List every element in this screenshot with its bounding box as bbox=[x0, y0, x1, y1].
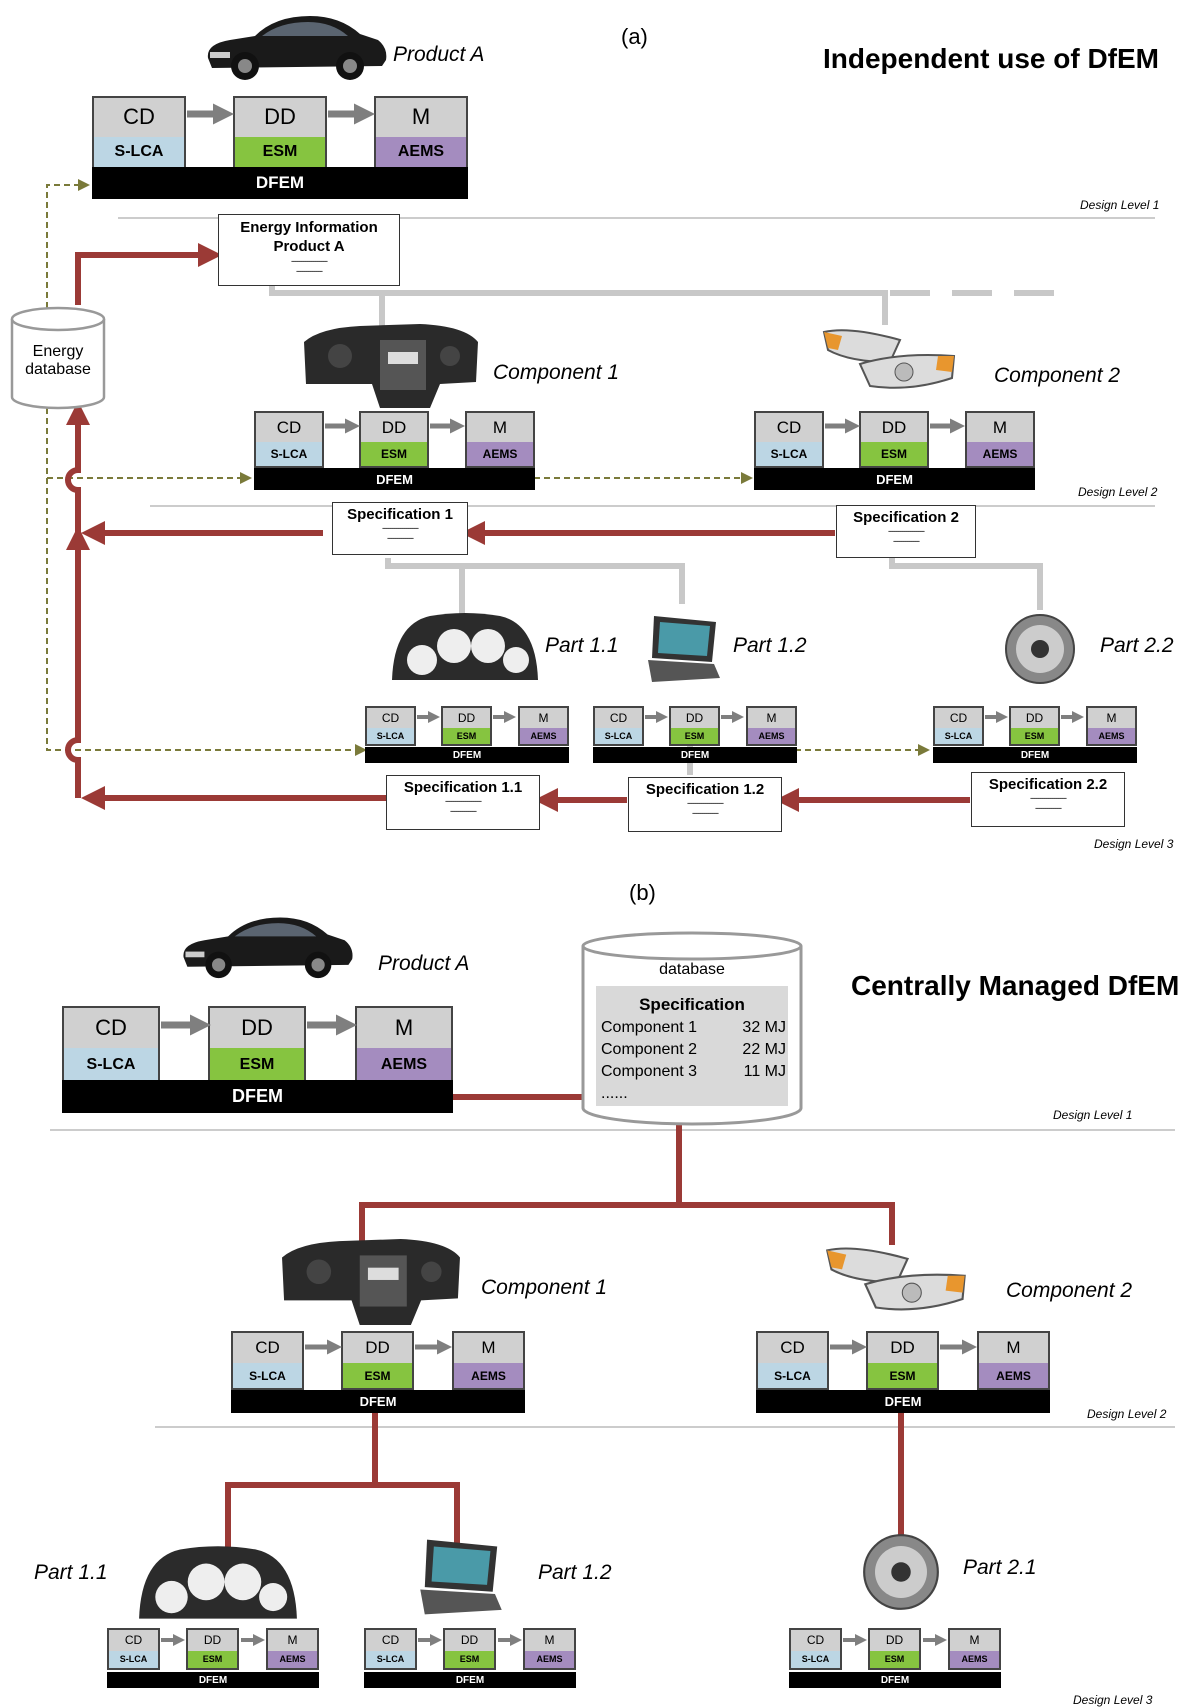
car-image bbox=[207, 16, 387, 80]
tree-connectors-b bbox=[225, 1094, 904, 1550]
part-2-2-label-a: Part 2.2 bbox=[1100, 634, 1174, 657]
energy-information-box: Energy Information Product A -----------… bbox=[218, 214, 400, 286]
unit-arrows bbox=[161, 1014, 357, 1036]
database-more: ...... bbox=[601, 1085, 628, 1102]
unit-arrows bbox=[985, 711, 1084, 723]
dfem-bar: DFEM bbox=[92, 167, 468, 199]
feedback-arrows-a bbox=[65, 243, 970, 812]
round-lamp-image bbox=[1005, 614, 1075, 684]
unit-arrows bbox=[418, 1634, 522, 1646]
headlight-image bbox=[825, 1247, 966, 1311]
unit-arrows bbox=[843, 1634, 947, 1646]
headlight-image bbox=[822, 329, 956, 389]
unit-arrows bbox=[325, 418, 465, 434]
unit-arrows bbox=[161, 1634, 265, 1646]
head-unit-image bbox=[420, 1539, 502, 1615]
component-2-label-b: Component 2 bbox=[1006, 1279, 1133, 1302]
design-level-2-b: Design Level 2 bbox=[1087, 1407, 1167, 1421]
component-1-label-b: Component 1 bbox=[481, 1276, 608, 1299]
specification-1-1-box: Specification 1.1-----------------------… bbox=[386, 775, 540, 830]
design-level-3-b: Design Level 3 bbox=[1073, 1693, 1153, 1707]
design-level-1-a: Design Level 1 bbox=[1080, 198, 1160, 212]
dashed-arrows-a bbox=[46, 179, 930, 756]
component-1-label-a: Component 1 bbox=[493, 361, 620, 384]
dashboard-image bbox=[304, 324, 478, 408]
specification-1-2-box: Specification 1.2-----------------------… bbox=[628, 777, 782, 832]
gauge-cluster-image bbox=[392, 613, 538, 680]
round-lamp-image bbox=[863, 1534, 939, 1610]
energy-database-label: Energy database bbox=[25, 343, 91, 378]
part-2-1-label-b: Part 2.1 bbox=[963, 1556, 1037, 1579]
part-1-1-label-b: Part 1.1 bbox=[34, 1561, 108, 1584]
central-database-icon bbox=[581, 931, 803, 1126]
design-level-2-a: Design Level 2 bbox=[1078, 485, 1158, 499]
unit-arrows bbox=[305, 1339, 452, 1355]
unit-arrows bbox=[830, 1339, 977, 1355]
database-heading: Specification bbox=[639, 995, 745, 1014]
dashboard-image bbox=[282, 1239, 460, 1325]
product-a-label-b: Product A bbox=[378, 952, 470, 975]
head-unit-image bbox=[648, 616, 720, 682]
database-label: database bbox=[659, 961, 725, 978]
unit-arrows bbox=[645, 711, 744, 723]
unit-arrows bbox=[187, 103, 375, 125]
panel-b-label: (b) bbox=[629, 880, 656, 905]
panel-a-label: (a) bbox=[621, 24, 648, 49]
product-a-label: Product A bbox=[393, 43, 485, 66]
unit-arrows bbox=[825, 418, 965, 434]
specification-2-box: Specification 2-------------------------… bbox=[836, 505, 976, 558]
component-2-label-a: Component 2 bbox=[994, 364, 1121, 387]
part-1-1-label-a: Part 1.1 bbox=[545, 634, 619, 657]
gauge-cluster-image bbox=[139, 1546, 297, 1619]
specification-1-box: Specification 1-------------------------… bbox=[332, 502, 468, 555]
design-level-1-b: Design Level 1 bbox=[1053, 1108, 1133, 1122]
design-level-3-a: Design Level 3 bbox=[1094, 837, 1174, 851]
panel-a-title: Independent use of DfEM bbox=[823, 43, 1159, 74]
unit-arrows bbox=[417, 711, 516, 723]
panel-b-title: Centrally Managed DfEM bbox=[851, 970, 1180, 1001]
specification-2-2-box: Specification 2.2-----------------------… bbox=[971, 772, 1125, 827]
part-1-2-label-a: Part 1.2 bbox=[733, 634, 807, 657]
part-1-2-label-b: Part 1.2 bbox=[538, 1561, 612, 1584]
energy-database-icon bbox=[10, 306, 106, 410]
car-image bbox=[183, 917, 353, 979]
